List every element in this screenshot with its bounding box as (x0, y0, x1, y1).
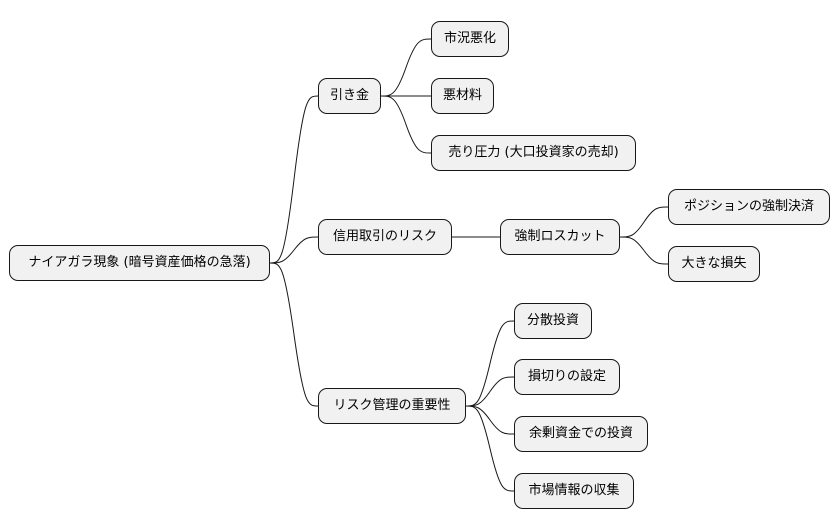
connector-leaf-market-info-gathering (465, 405, 515, 492)
connector-leaf-stop-loss-setting (465, 376, 515, 407)
connector-leaf-forced-position-settlement (619, 206, 669, 238)
leaf-selling-pressure: 売り圧力 (大口投資家の売却) (431, 135, 636, 171)
connector-leaf-large-loss (619, 236, 669, 265)
leaf-large-loss: 大きな損失 (668, 246, 760, 282)
leaf-spare-funds-investing: 余剰資金での投資 (514, 416, 648, 452)
leaf-market-deterioration: 市況悪化 (431, 21, 509, 57)
connector-leaf-selling-pressure (380, 95, 432, 154)
node-forced-liquidation: 強制ロスカット (500, 219, 620, 255)
connector-leaf-spare-funds-investing (465, 405, 515, 435)
leaf-forced-position-settlement: ポジションの強制決済 (668, 189, 830, 225)
leaf-stop-loss-setting: 損切りの設定 (514, 359, 620, 395)
leaf-diversification: 分散投資 (514, 303, 592, 339)
connector-branch-trigger (269, 95, 319, 264)
branch-risk-management: リスク管理の重要性 (318, 388, 466, 424)
leaf-bad-news: 悪材料 (431, 78, 494, 114)
connector-branch-risk-management (269, 262, 319, 407)
root-node: ナイアガラ現象 (暗号資産価格の急落) (9, 245, 270, 281)
branch-trigger: 引き金 (318, 78, 381, 114)
connector-leaf-market-deterioration (380, 38, 432, 97)
leaf-market-info-gathering: 市場情報の収集 (514, 473, 634, 509)
branch-margin-trading-risk: 信用取引のリスク (318, 219, 452, 255)
connector-branch-margin-trading-risk (269, 236, 319, 264)
connector-leaf-diversification (465, 320, 515, 407)
